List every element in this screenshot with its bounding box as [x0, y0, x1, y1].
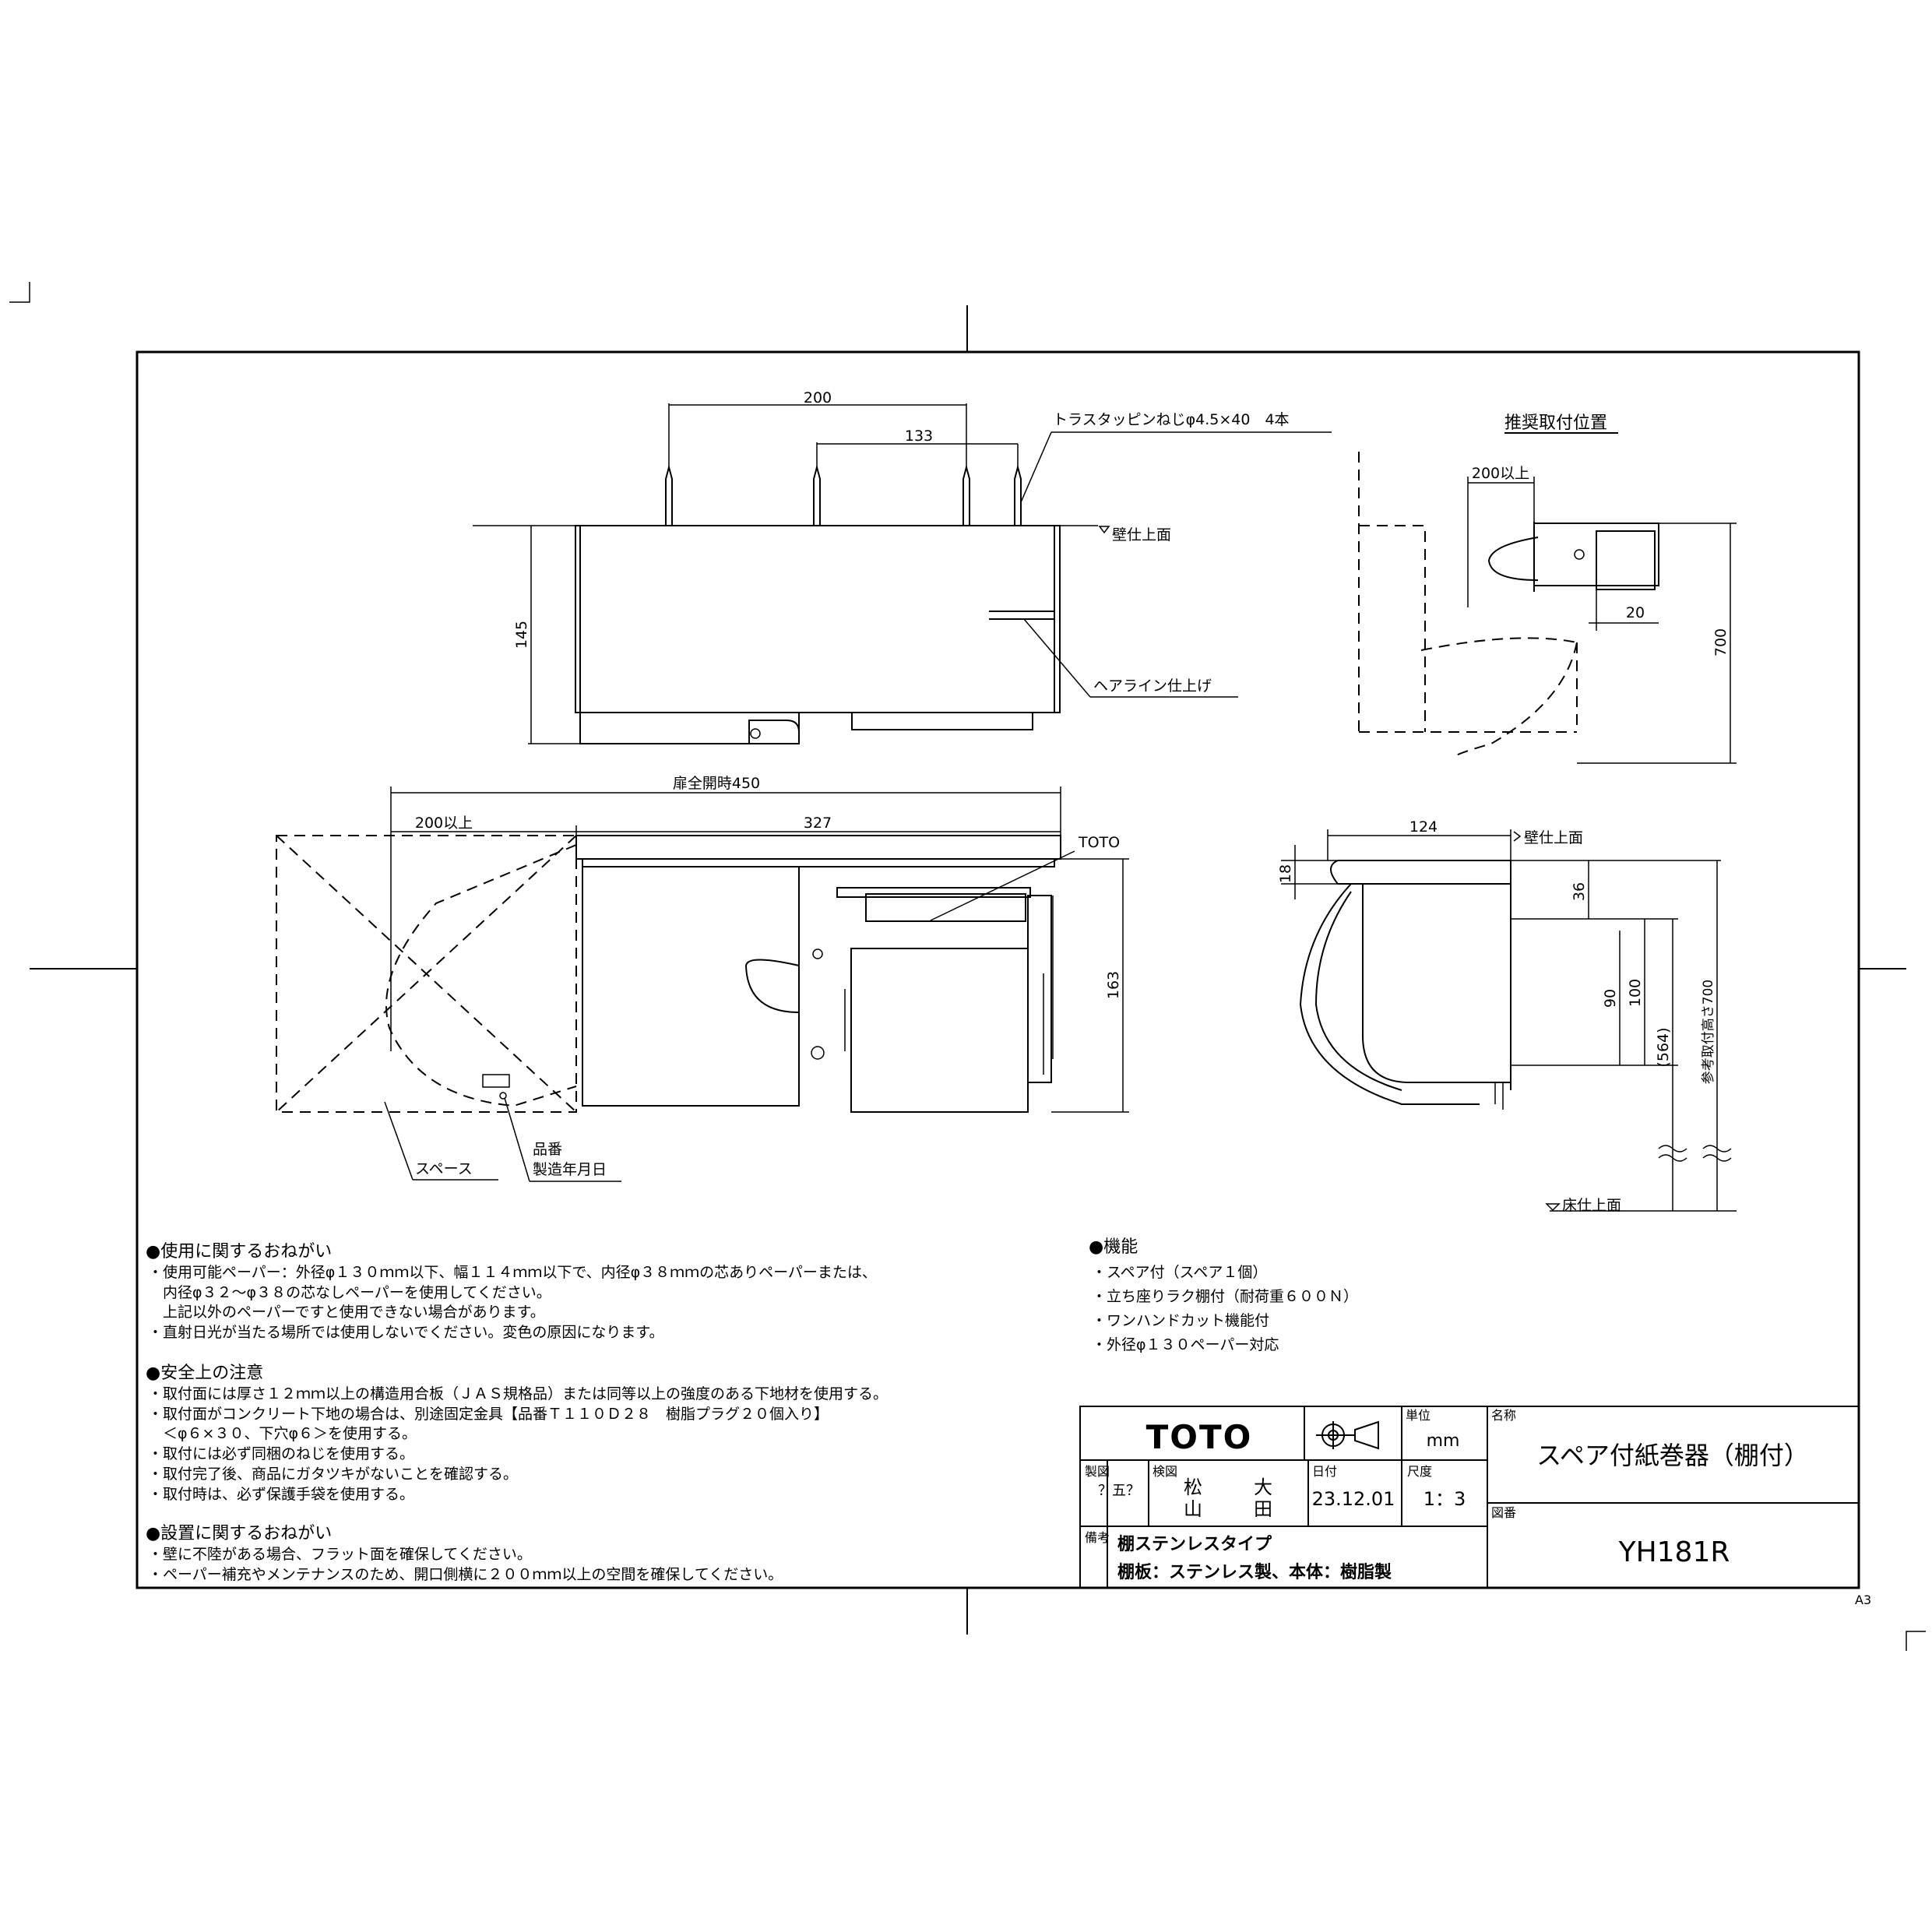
remark-line-1: 棚ステンレスタイプ — [1117, 1535, 1272, 1554]
label-screw: トラスタッピンねじφ4.5×40 4本 — [1053, 411, 1290, 428]
usage-title: ●使用に関するおねがい — [146, 1242, 332, 1262]
dim-side-124: 124 — [1409, 818, 1438, 836]
scale-label: 尺度 — [1407, 1464, 1432, 1479]
dim-rec-700: 700 — [1712, 628, 1730, 656]
safety-line: ・取付完了後、商品にガタツキがないことを確認する。 — [148, 1466, 518, 1483]
check-label: 検図 — [1153, 1464, 1177, 1479]
drawing-frame — [135, 350, 1860, 1589]
drawn-value: ？五？ — [1098, 1483, 1140, 1499]
label-space: スペース — [415, 1160, 473, 1177]
drawn-label: 製図 — [1085, 1464, 1110, 1479]
unit-value: mm — [1427, 1431, 1460, 1451]
sheet-size: A3 — [1855, 1592, 1871, 1607]
remarks-label: 備考 — [1085, 1530, 1110, 1545]
safety-line: ・取付面がコンクリート下地の場合は、別途固定金具【品番Ｔ１１０Ｄ２８ 樹脂プラグ… — [148, 1406, 829, 1423]
label-recommended: 推奨取付位置 — [1504, 413, 1607, 433]
install-line: ・壁に不陸がある場合、フラット面を確保してください。 — [148, 1546, 532, 1563]
safety-title: ●安全上の注意 — [146, 1364, 263, 1383]
func-line: ・立ち座りラク棚付（耐荷重６００Ｎ） — [1092, 1288, 1358, 1305]
dim-front-327: 327 — [804, 815, 832, 832]
product-name: スペア付紙巻器（棚付） — [1536, 1441, 1809, 1470]
side-view: 124 壁仕上面 18 36 90 100 (564) 参考取付高さ700 床仕… — [1277, 818, 1737, 1214]
dim-top-133: 133 — [905, 428, 933, 445]
top-view: 200 133 145 トラスタッピンねじφ4.5×40 4本 壁仕上面 ヘアラ… — [473, 389, 1332, 744]
usage-line: ・使用可能ペーパー：外径φ１３０ｍｍ以下、幅１１４ｍｍ以下で、内径φ３８ｍｍの芯… — [148, 1264, 877, 1281]
label-mfg-date: 製造年月日 — [533, 1161, 607, 1178]
usage-line: ・直射日光が当たる場所では使用しないでください。変色の原因になります。 — [148, 1324, 664, 1341]
checker-1a: 松 — [1184, 1476, 1202, 1498]
func-line: ・外径φ１３０ペーパー対応 — [1092, 1336, 1279, 1353]
function-notes: ●機能 ・スペア付（スペア１個） ・立ち座りラク棚付（耐荷重６００Ｎ） ・ワンハ… — [1089, 1237, 1358, 1353]
install-title: ●設置に関するおねがい — [146, 1524, 332, 1543]
label-hairline: ヘアライン仕上げ — [1093, 677, 1212, 695]
screws — [665, 464, 1022, 526]
dim-rec-20: 20 — [1626, 604, 1645, 621]
dim-top-145: 145 — [513, 621, 530, 649]
checker-2b: 田 — [1254, 1498, 1272, 1520]
func-line: ・ワンハンドカット機能付 — [1092, 1312, 1269, 1329]
usage-line: 上記以外のペーパーですと使用できない場合があります。 — [148, 1304, 545, 1321]
dim-front-163: 163 — [1105, 971, 1122, 999]
label-floor: 床仕上面 — [1562, 1197, 1621, 1214]
remark-line-2: 棚板：ステンレス製、本体：樹脂製 — [1117, 1562, 1392, 1582]
safety-line: ＜φ６×３０、下穴φ６＞を使用する。 — [148, 1425, 417, 1442]
dwg-label: 図番 — [1491, 1505, 1516, 1520]
dim-side-564: (564) — [1655, 1027, 1672, 1067]
scale-value: 1：3 — [1423, 1488, 1466, 1510]
dim-side-700ref: 参考取付高さ700 — [1701, 980, 1716, 1084]
func-line: ・スペア付（スペア１個） — [1092, 1264, 1267, 1281]
func-title: ●機能 — [1089, 1237, 1138, 1257]
name-label: 名称 — [1491, 1408, 1516, 1423]
checker-1b: 大 — [1254, 1476, 1272, 1498]
label-side-wall: 壁仕上面 — [1524, 829, 1583, 846]
dim-rec-200: 200以上 — [1472, 465, 1529, 482]
safety-line: ・取付時は、必ず保護手袋を使用する。 — [148, 1486, 414, 1503]
sheet-marks — [9, 282, 1926, 1651]
dim-side-36: 36 — [1571, 882, 1588, 901]
label-part-no: 品番 — [533, 1141, 562, 1158]
unit-label: 単位 — [1406, 1408, 1431, 1423]
safety-line: ・取付面には厚さ１２ｍｍ以上の構造用合板（ＪＡＳ規格品）または同等以上の強度のあ… — [148, 1385, 888, 1402]
usage-line: 内径φ３２～φ３８の芯なしペーパーを使用してください。 — [148, 1284, 551, 1301]
dim-door-450: 扉全開時450 — [673, 775, 760, 792]
checker-2a: 山 — [1184, 1498, 1202, 1520]
date-value: 23.12.01 — [1312, 1488, 1395, 1510]
title-block: TOTO 単位 mm 名称 スペア付紙巻器（棚付） 製図 ？五？ 検図 松 大 … — [1079, 1406, 1860, 1589]
recommended-view: 推奨取付位置 200以上 20 700 — [1358, 413, 1737, 764]
drawing-number: YH181R — [1618, 1536, 1730, 1568]
safety-notes: ●安全上の注意 ・取付面には厚さ１２ｍｍ以上の構造用合板（ＪＡＳ規格品）または同… — [146, 1364, 888, 1503]
dim-space-200: 200以上 — [415, 815, 473, 832]
install-notes: ●設置に関するおねがい ・壁に不陸がある場合、フラット面を確保してください。 ・… — [146, 1524, 783, 1583]
front-view: 扉全開時450 200以上 327 163 TOTO スペース 品番 製造年月日 — [276, 775, 1129, 1182]
dim-side-18: 18 — [1277, 864, 1294, 883]
label-toto-mark: TOTO — [1078, 834, 1120, 851]
label-wall-top: 壁仕上面 — [1112, 526, 1171, 544]
install-line: ・ペーパー補充やメンテナンスのため、開口側横に２００ｍｍ以上の空間を確保してくだ… — [148, 1566, 783, 1583]
projection-symbol-icon — [1316, 1420, 1379, 1450]
dim-side-100: 100 — [1627, 979, 1644, 1007]
safety-line: ・取付には必ず同梱のねじを使用する。 — [148, 1445, 414, 1462]
date-label: 日付 — [1312, 1464, 1337, 1479]
dim-side-90: 90 — [1602, 989, 1619, 1008]
dim-top-200: 200 — [804, 389, 832, 406]
toto-logo: TOTO — [1146, 1418, 1253, 1456]
usage-notes: ●使用に関するおねがい ・使用可能ペーパー：外径φ１３０ｍｍ以下、幅１１４ｍｍ以… — [146, 1242, 877, 1341]
